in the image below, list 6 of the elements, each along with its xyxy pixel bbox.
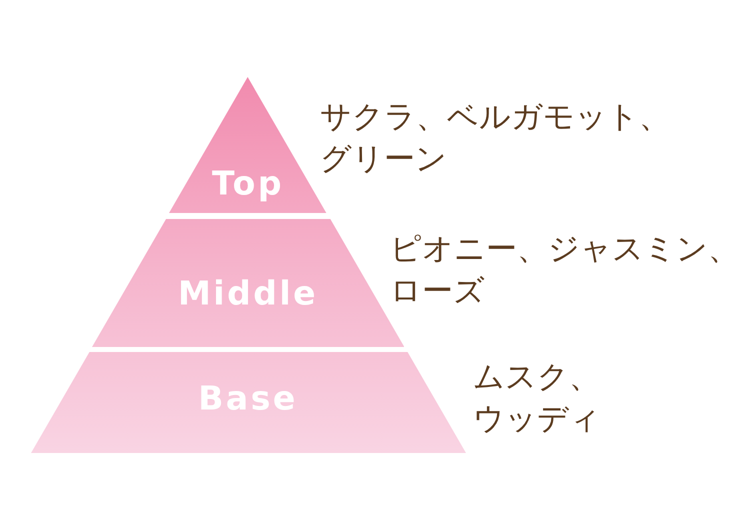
tier-label: Top: [212, 166, 284, 200]
notes-text: ムスク、ウッディ: [473, 358, 602, 440]
notes-text: サクラ、ベルガモット、グリーン: [320, 98, 671, 180]
pyramid-tier: [30, 352, 466, 453]
tier-label: Middle: [178, 276, 318, 310]
notes-text: ピオニー、ジャスミン、ローズ: [390, 230, 740, 312]
